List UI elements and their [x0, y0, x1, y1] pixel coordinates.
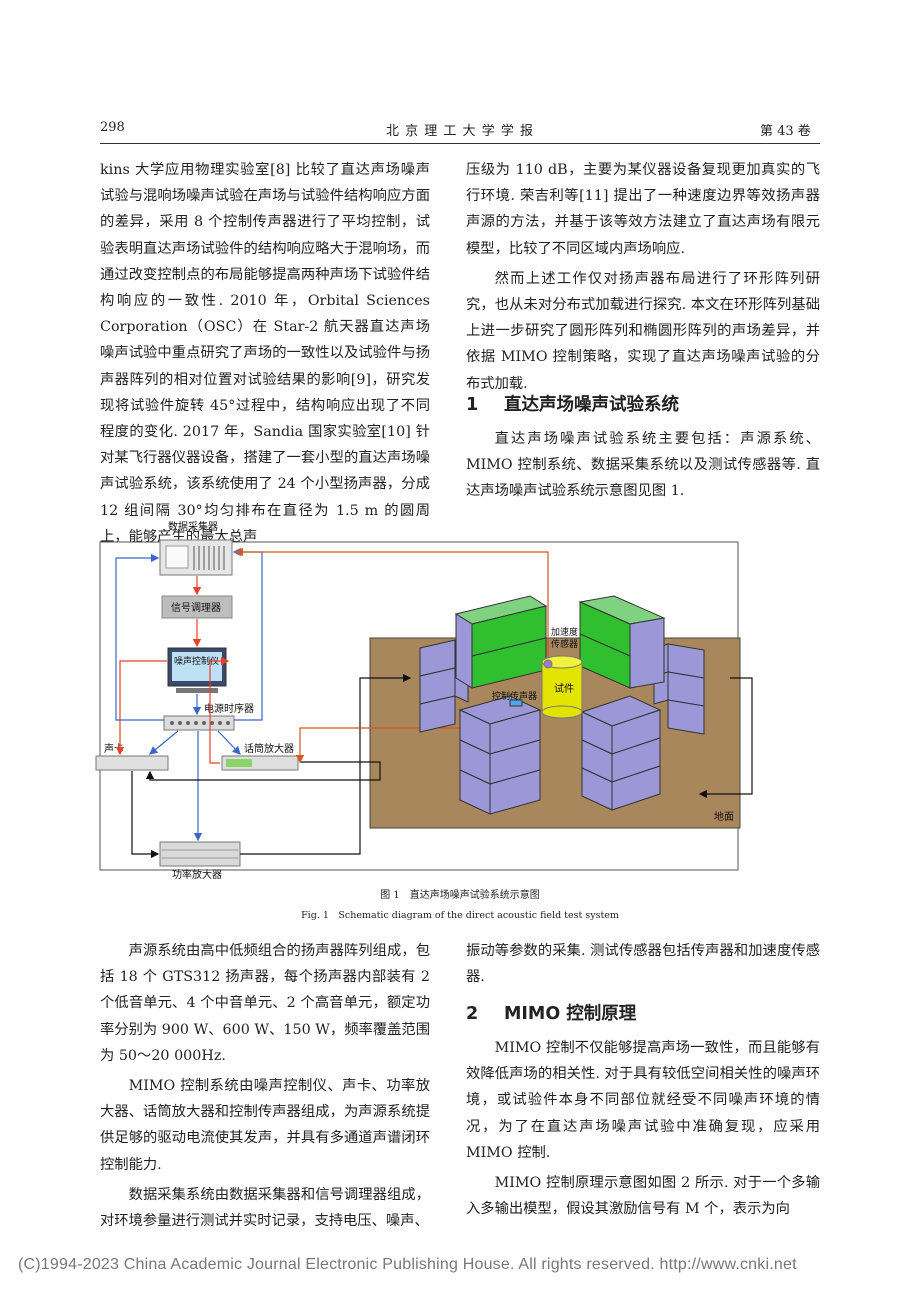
control-mic-marker — [509, 699, 523, 707]
daq-label: 数据采集器 — [168, 520, 218, 533]
paragraph: MIMO 控制原理示意图如图 2 所示. 对于一个多输入多输出模型，假设其激励信… — [466, 1175, 820, 1218]
volume-label: 第 43 卷 — [760, 124, 811, 139]
signal-conditioner-box — [161, 595, 233, 619]
flow-line-accelerometer-to-daq — [234, 547, 549, 658]
speaker-stack-green-left — [454, 595, 548, 689]
section-title: MIMO 控制原理 — [504, 1004, 637, 1024]
control-mic-label: 控制传声器 — [492, 690, 537, 702]
section-title: 直达声场噪声试验系统 — [504, 395, 679, 415]
copyright-footer: (C)1994-2023 China Academic Journal Elec… — [18, 1256, 797, 1273]
power-amplifier-unit — [159, 841, 241, 867]
paragraph: MIMO 控制系统由噪声控制仪、声卡、功率放大器、话筒放大器和控制传声器组成，为… — [100, 1078, 430, 1173]
section-1-heading: 1 直达声场噪声试验系统 — [466, 391, 679, 416]
signal-conditioner-label: 信号调理器 — [171, 602, 221, 614]
figure-caption-en: Fig. 1 Schematic diagram of the direct a… — [301, 910, 619, 921]
section-number: 2 — [466, 1004, 479, 1024]
ground-label: 地面 — [714, 810, 734, 823]
test-article-cylinder — [541, 655, 583, 719]
flow-line-speaker-feedback — [698, 677, 753, 799]
paragraph: 然而上述工作仅对扬声器布局进行了环形阵列研究，也从未对分布式加载进行探究. 本文… — [466, 270, 820, 392]
right-column-top: 压级为 110 dB，主要为某仪器设备复现更加真实的飞行环境. 荣吉利等[11]… — [466, 157, 820, 397]
figure-1: 地面 数据采集器 信号调理器 噪声控制仪 电源时序器 声卡 话筒放大器 — [95, 520, 753, 881]
speaker-stack-front-right — [580, 695, 662, 811]
noise-controller-label: 噪声控制仪 — [174, 655, 219, 667]
power-amplifier-label: 功率放大器 — [172, 868, 222, 881]
flow-line-micamp-to-controller — [209, 656, 230, 764]
flow-line-micamp-return — [145, 761, 381, 781]
journal-title: 北 京 理 工 大 学 学 报 — [386, 124, 534, 139]
sound-card-label: 声卡 — [104, 742, 124, 755]
flow-line-sequencer-to-soundcard — [149, 730, 179, 755]
flow-line-sequencer-to-conditioner — [115, 553, 164, 721]
paragraph: 数据采集系统由数据采集器和信号调理器组成，对环境参量进行测试并实时记录，支持电压… — [100, 1186, 430, 1230]
right-column-section1: 直达声场噪声试验系统主要包括：声源系统、MIMO 控制系统、数据采集系统以及测试… — [466, 426, 820, 505]
flow-line-sequencer-to-daq — [232, 547, 263, 721]
section-2-heading: 2 MIMO 控制原理 — [466, 1000, 636, 1025]
noise-controller-monitor — [167, 647, 227, 693]
flow-line-soundcard-to-poweramp — [131, 771, 160, 859]
test-article-label: 试件 — [554, 682, 574, 695]
left-column-top: kins 大学应用物理实验室[8] 比较了直达声场噪声试验与混响场噪声试验在声场… — [100, 157, 430, 550]
speaker-stack-front-left — [458, 695, 542, 815]
flow-line-controller-to-soundcard — [115, 660, 167, 756]
paragraph: 振动等参数的采集. 测试传感器包括传声器和加速度传感器. — [466, 943, 820, 986]
speaker-stack-green-right — [578, 595, 666, 689]
paragraph: 声源系统由高中低频组合的扬声器阵列组成，包括 18 个 GTS312 扬声器，每… — [100, 943, 430, 1064]
flow-line-sequencer-to-micamp — [217, 730, 241, 755]
right-column-section2: MIMO 控制不仅能够提高声场一致性，而且能够有效降低声场的相关性. 对于具有较… — [466, 1035, 820, 1222]
page-number: 298 — [100, 120, 125, 135]
right-column-bottom: 振动等参数的采集. 测试传感器包括传声器和加速度传感器. — [466, 938, 820, 990]
mic-amplifier-unit — [221, 755, 299, 771]
mic-amplifier-label: 话筒放大器 — [244, 742, 294, 755]
paragraph: kins 大学应用物理实验室[8] 比较了直达声场噪声试验与混响场噪声试验在声场… — [100, 162, 430, 545]
accelerometer-label-1: 加速度 — [551, 626, 578, 638]
left-column-bottom: 声源系统由高中低频组合的扬声器阵列组成，包括 18 个 GTS312 扬声器，每… — [100, 938, 430, 1234]
paragraph: 压级为 110 dB，主要为某仪器设备复现更加真实的飞行环境. 荣吉利等[11]… — [466, 162, 820, 257]
power-sequencer-label: 电源时序器 — [204, 702, 254, 715]
paragraph: 直达声场噪声试验系统主要包括：声源系统、MIMO 控制系统、数据采集系统以及测试… — [466, 431, 820, 500]
accelerometer-label-2: 传感器 — [551, 638, 578, 650]
header-rule — [100, 143, 820, 144]
sound-card-unit — [95, 755, 169, 771]
flow-line-poweramp-to-speakers — [240, 673, 412, 855]
section-number: 1 — [466, 395, 479, 415]
figure-caption-cn: 图 1 直达声场噪声试验系统示意图 — [380, 890, 540, 901]
paragraph: MIMO 控制不仅能够提高声场一致性，而且能够有效降低声场的相关性. 对于具有较… — [466, 1040, 820, 1161]
power-sequencer-unit — [163, 715, 235, 731]
daq-unit — [159, 539, 233, 576]
